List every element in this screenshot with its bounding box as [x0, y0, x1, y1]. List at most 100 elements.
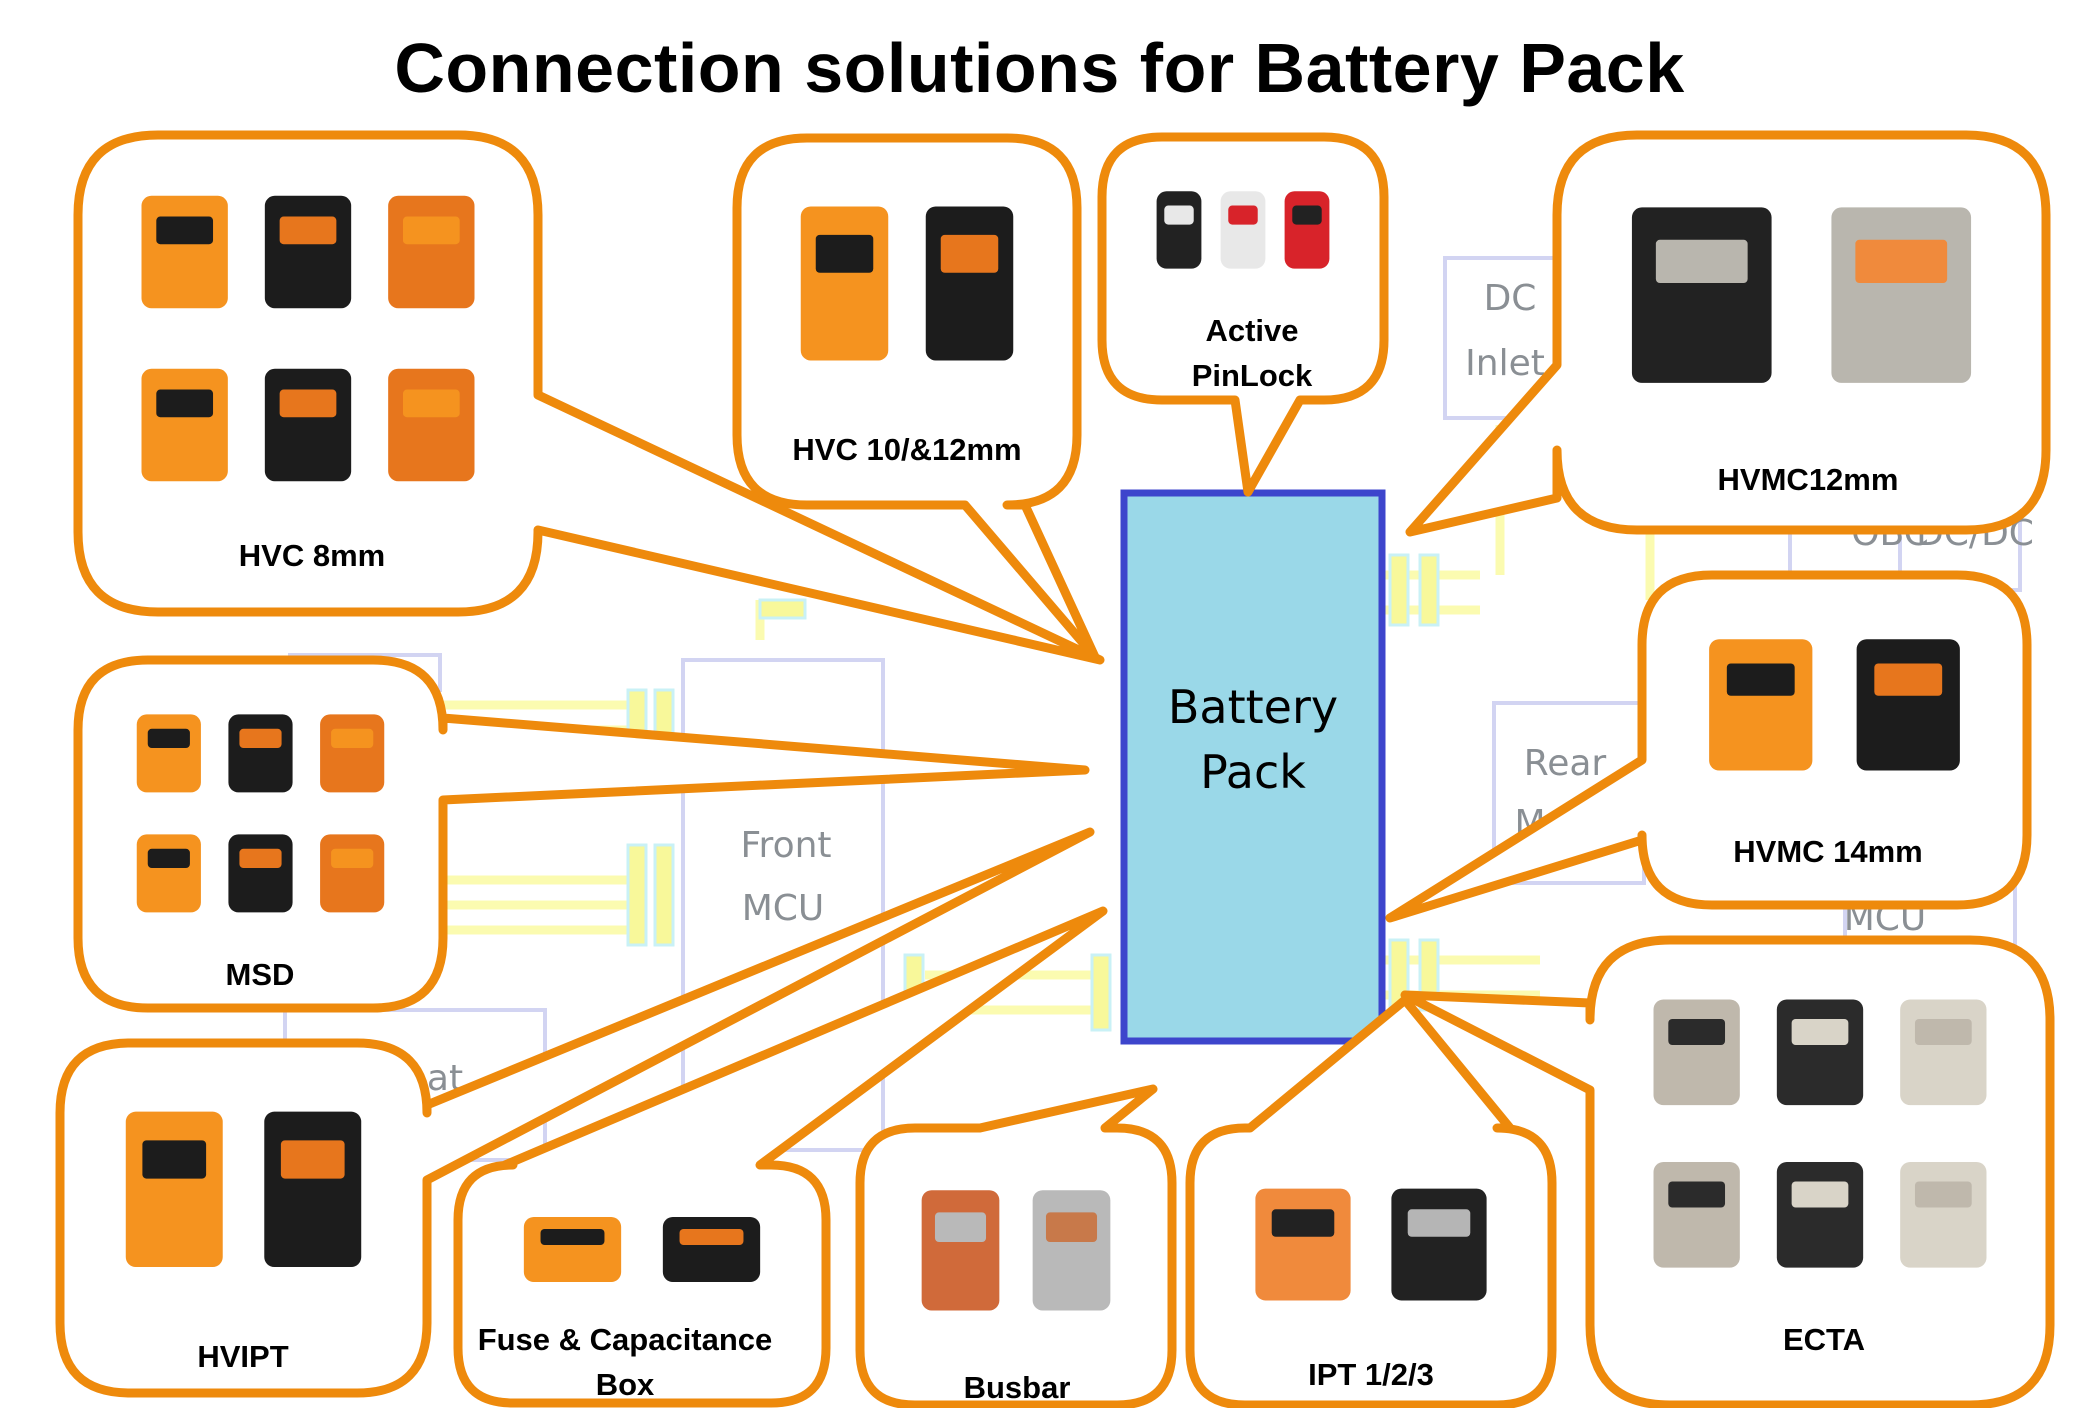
product-detail: [1914, 1019, 1972, 1045]
hvmc14-product-image: [1709, 639, 1960, 771]
callout-hvmc14[interactable]: HVMC 14mm: [1385, 570, 2032, 923]
callout-label-line2: Box: [596, 1367, 655, 1402]
callout-label: HVMC 14mm: [1733, 834, 1923, 869]
callout-hvc8[interactable]: HVC 8mm: [73, 130, 1105, 665]
callout-bubble[interactable]: [73, 655, 1090, 1013]
battery-pack[interactable]: Battery Pack: [1120, 489, 1386, 1045]
product-shape: [388, 195, 475, 309]
product-shape: [320, 834, 385, 913]
bg-terminal: [1388, 553, 1410, 627]
product-shape: [1653, 1162, 1740, 1268]
product-detail: [279, 389, 337, 418]
product-detail: [1668, 1019, 1726, 1045]
product-shape: [125, 1111, 223, 1268]
callout-ipt[interactable]: IPT 1/2/3: [1185, 995, 1557, 1410]
product-shape: [1776, 1162, 1864, 1268]
callout-label: HVMC12mm: [1718, 462, 1899, 497]
product-detail: [1292, 205, 1322, 225]
product-detail: [1914, 1181, 1972, 1208]
product-detail: [1655, 239, 1748, 283]
product-detail: [280, 1140, 345, 1179]
product-detail: [147, 728, 190, 748]
callout-msd[interactable]: MSD: [73, 655, 1090, 1013]
fuse-product-image: [523, 1217, 761, 1282]
product-detail: [1164, 205, 1194, 225]
product-shape: [264, 195, 352, 309]
product-detail: [331, 848, 374, 868]
product-detail: [331, 728, 374, 748]
page-title: Connection solutions for Battery Pack: [394, 29, 1685, 107]
callout-label: IPT 1/2/3: [1308, 1357, 1434, 1392]
product-detail: [1045, 1212, 1098, 1242]
product-shape: [1255, 1188, 1351, 1301]
product-detail: [1668, 1181, 1726, 1208]
product-detail: [156, 216, 214, 245]
product-shape: [1900, 1162, 1987, 1268]
product-shape: [264, 1111, 362, 1268]
product-shape: [228, 714, 293, 793]
callout-label: ECTA: [1783, 1322, 1865, 1357]
bg-terminal: [1090, 953, 1112, 1032]
battery-pack-label-line2: Pack: [1200, 745, 1306, 799]
product-detail: [1228, 205, 1258, 225]
product-shape: [1032, 1190, 1111, 1311]
bg-terminal: [1418, 553, 1440, 627]
callout-hvipt[interactable]: HVIPT: [55, 827, 1095, 1398]
callout-hvc1012[interactable]: HVC 10/&12mm: [732, 133, 1100, 662]
product-detail: [934, 1212, 987, 1242]
callout-label: HVC 10/&12mm: [792, 432, 1021, 467]
product-detail: [815, 234, 874, 273]
product-detail: [1791, 1181, 1849, 1208]
hvc1012-product-image: [800, 206, 1014, 361]
callout-bubble[interactable]: [453, 906, 1108, 1408]
product-shape: [1391, 1188, 1487, 1301]
msd-product-image: [136, 714, 385, 913]
bg-terminal: [758, 598, 807, 620]
bg-label-inlet: Inlet: [1465, 343, 1545, 384]
callout-hvmc12[interactable]: HVMC12mm: [1405, 130, 2051, 537]
product-shape: [1284, 191, 1330, 269]
product-detail: [1726, 663, 1795, 696]
product-shape: [1220, 191, 1266, 269]
callout-label: HVC 8mm: [239, 538, 385, 573]
product-shape: [1653, 999, 1740, 1106]
product-shape: [523, 1217, 622, 1282]
product-detail: [540, 1229, 605, 1245]
product-detail: [1874, 663, 1943, 696]
callout-label: Fuse & Capacitance: [478, 1322, 773, 1357]
product-detail: [147, 848, 190, 868]
product-shape: [228, 834, 293, 913]
product-detail: [402, 389, 460, 418]
product-detail: [1855, 239, 1948, 283]
product-detail: [156, 389, 214, 418]
battery-pack-box[interactable]: [1120, 489, 1386, 1045]
product-shape: [388, 368, 475, 482]
callout-bubble[interactable]: [855, 1084, 1177, 1410]
hvipt-product-image: [125, 1111, 362, 1268]
hvmc12-product-image: [1631, 207, 1972, 383]
ecta-product-image: [1653, 999, 1987, 1268]
bg-label-rear: Rear: [1524, 743, 1607, 784]
callout-bubble[interactable]: [1185, 995, 1557, 1410]
ipt-product-image: [1255, 1188, 1487, 1301]
callout-ecta[interactable]: ECTA: [1400, 935, 2055, 1410]
product-shape: [1156, 191, 1202, 269]
product-shape: [662, 1217, 761, 1282]
product-shape: [1709, 639, 1813, 771]
callout-busbar[interactable]: Busbar: [855, 1084, 1177, 1410]
product-shape: [141, 195, 228, 309]
product-detail: [1271, 1209, 1335, 1237]
product-shape: [1776, 999, 1864, 1106]
product-shape: [136, 834, 201, 913]
product-shape: [1631, 207, 1772, 383]
product-shape: [1900, 999, 1987, 1106]
product-shape: [800, 206, 889, 361]
product-shape: [136, 714, 201, 793]
product-shape: [925, 206, 1014, 361]
product-detail: [1407, 1209, 1471, 1237]
battery-pack-label-line1: Battery: [1168, 680, 1338, 734]
bg-label-mcu: MCU: [742, 888, 825, 929]
